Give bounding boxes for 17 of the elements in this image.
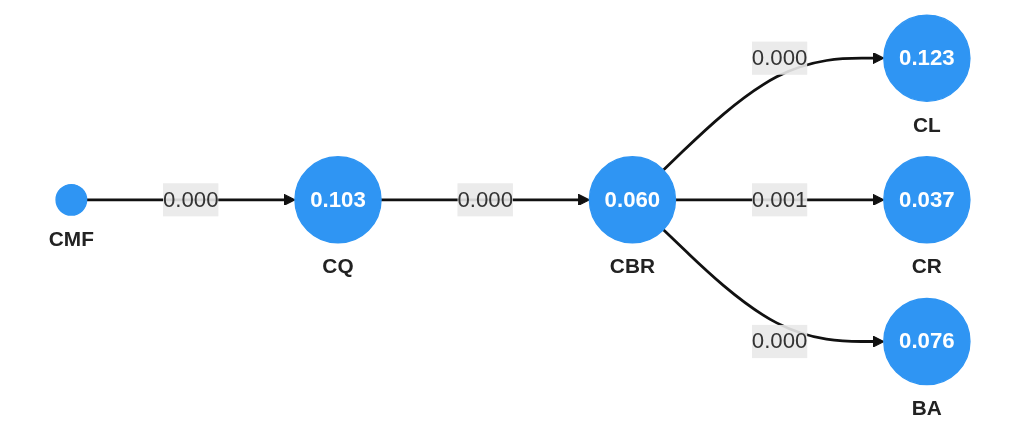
- edge-label: 0.000: [751, 45, 808, 69]
- node-circle: 0.037: [883, 155, 971, 244]
- edge-label: 0.000: [751, 328, 808, 353]
- edge-label: 0.000: [162, 186, 219, 211]
- node-caption: CL: [913, 112, 941, 136]
- node-caption: CR: [911, 253, 942, 277]
- edge-label: 0.001: [751, 186, 808, 211]
- node-circle: [55, 183, 88, 216]
- node-caption: CBR: [609, 253, 655, 277]
- edge-label: 0.000: [457, 186, 513, 211]
- node-circle: 0.060: [588, 155, 677, 244]
- node-circle: 0.076: [883, 297, 971, 385]
- node-circle: 0.103: [294, 155, 382, 244]
- node-circle: 0.123: [883, 13, 971, 102]
- node-caption: BA: [911, 395, 942, 419]
- node-caption: CQ: [322, 253, 354, 277]
- node-caption: CMF: [48, 226, 94, 250]
